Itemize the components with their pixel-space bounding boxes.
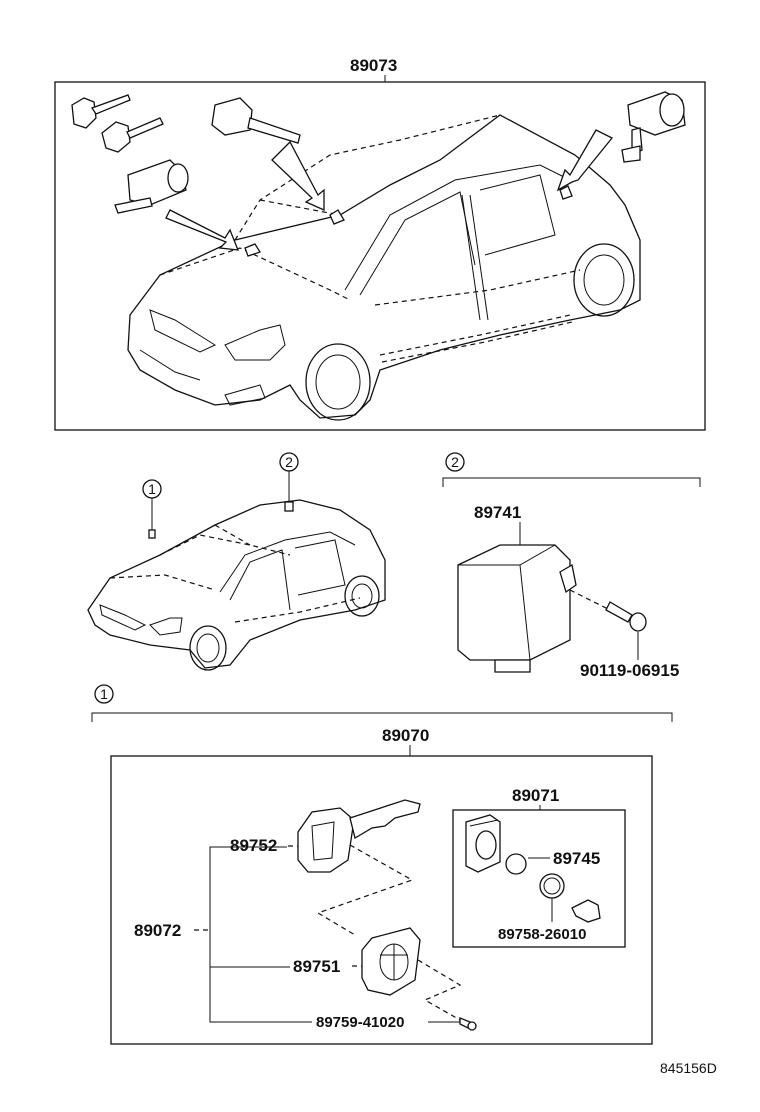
section-marker-label: 2 xyxy=(451,454,459,470)
part-number-89751[interactable]: 89751 xyxy=(293,957,340,976)
part-number-89759-41020[interactable]: 89759-41020 xyxy=(316,1014,404,1031)
part-number-89758-26010[interactable]: 89758-26010 xyxy=(498,926,586,943)
top-assembly-frame xyxy=(54,81,706,431)
arrow-icon xyxy=(271,140,325,212)
module-location-icon xyxy=(284,501,294,512)
part-number-90119-06915[interactable]: 90119-06915 xyxy=(580,661,679,680)
master-key-icon xyxy=(297,799,421,873)
bracket-clip-icon xyxy=(571,899,601,923)
screw-icon xyxy=(459,1017,477,1031)
sub-key-icon xyxy=(361,927,421,996)
lock-cylinder-icon-hatch xyxy=(621,91,686,163)
section-marker xyxy=(445,452,465,472)
amplifier-subassembly-frame xyxy=(452,809,626,948)
vehicle-illustration-large xyxy=(127,114,641,421)
section-marker xyxy=(94,684,114,704)
key-assembly-frame xyxy=(110,755,653,1045)
transponder-location-icon xyxy=(148,529,156,539)
section-marker-label: 1 xyxy=(100,686,108,702)
part-number-89745[interactable]: 89745 xyxy=(553,849,600,868)
lock-cylinder-icon-ignition xyxy=(211,97,301,144)
part-number-89073[interactable]: 89073 xyxy=(350,56,397,75)
location-marker-label: 2 xyxy=(285,454,293,470)
key-icon-pair xyxy=(71,94,164,153)
section-bracket xyxy=(91,712,673,722)
diagram-reference-code: 845156D xyxy=(660,1060,717,1076)
part-number-89752[interactable]: 89752 xyxy=(230,836,277,855)
ring-icon xyxy=(539,873,565,899)
part-number-89071[interactable]: 89071 xyxy=(512,786,559,805)
part-number-89741[interactable]: 89741 xyxy=(474,503,521,522)
section-bracket xyxy=(442,477,701,487)
bolt-icon xyxy=(605,601,647,632)
control-module-icon xyxy=(457,544,577,673)
cover-icon xyxy=(505,853,527,875)
lock-cylinder-icon-door xyxy=(114,159,189,214)
location-marker-label: 1 xyxy=(148,481,156,497)
arrow-icon xyxy=(556,129,614,192)
part-number-89072[interactable]: 89072 xyxy=(134,921,181,940)
vehicle-illustration-small xyxy=(87,499,386,671)
transponder-amplifier-icon xyxy=(465,814,501,873)
part-number-89070[interactable]: 89070 xyxy=(382,726,429,745)
arrow-icon xyxy=(165,209,240,251)
